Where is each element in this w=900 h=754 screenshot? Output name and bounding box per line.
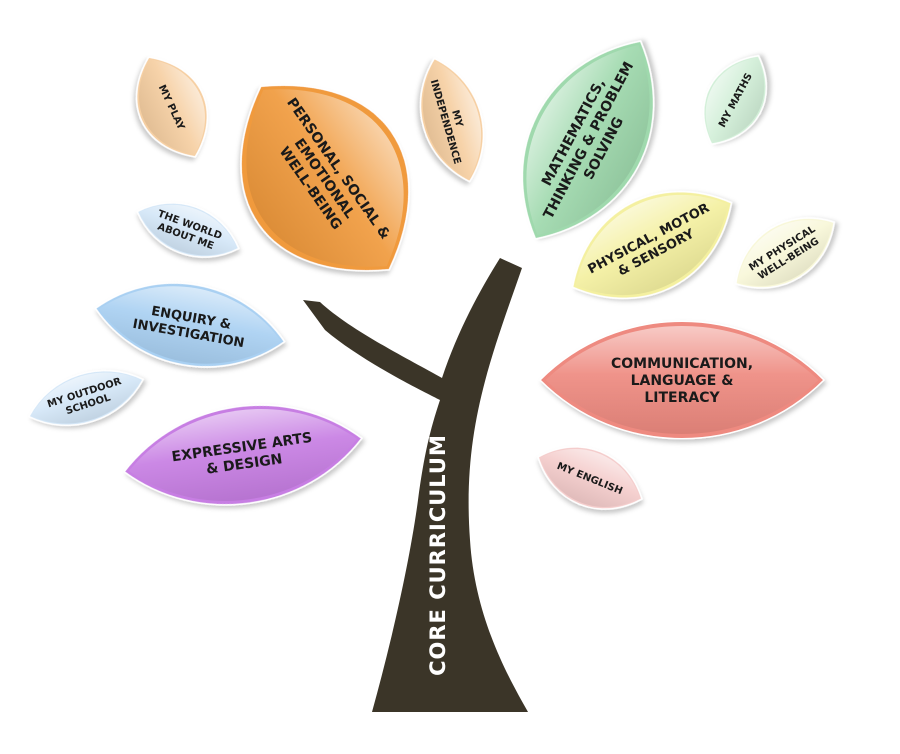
leaf-gloss — [246, 89, 404, 267]
trunk-shape — [303, 258, 528, 712]
leaf-gloss — [575, 195, 729, 295]
leaf-my-maths: MY MATHS — [702, 55, 768, 145]
leaf-gloss — [526, 45, 650, 235]
leaf-the-world-about-me: THE WORLDABOUT ME — [136, 202, 240, 258]
leaf-my-outdoor-school: MY OUTDOORSCHOOL — [27, 369, 145, 427]
leaf-label-line: COMMUNICATION, — [611, 356, 753, 372]
leaf-personal-social: PERSONAL, SOCIAL &EMOTIONALWELL-BEING — [240, 84, 410, 272]
leaf-gloss — [540, 449, 640, 507]
leaf-communication: COMMUNICATION,LANGUAGE &LITERACY — [538, 320, 826, 440]
leaf-gloss — [422, 60, 482, 180]
leaf-label-line: LANGUAGE & — [631, 373, 734, 389]
leaves-group: MY PLAY PERSONAL, SOCIAL &EMOTIONALWELL-B… — [27, 40, 836, 510]
leaf-gloss — [128, 409, 358, 501]
leaf-my-english: MY ENGLISH — [537, 446, 643, 510]
leaf-label-line: MY — [449, 109, 465, 129]
trunk-label: CORE CURRICULUM — [426, 434, 450, 676]
leaf-gloss — [139, 59, 205, 155]
leaf-my-independence: MYINDEPENDENCE — [419, 57, 485, 183]
leaf-gloss — [705, 57, 765, 143]
leaf-label: COMMUNICATION,LANGUAGE &LITERACY — [611, 356, 753, 406]
leaf-gloss — [737, 220, 833, 286]
leaf-gloss — [31, 372, 141, 424]
leaf-gloss — [99, 286, 281, 364]
leaf-mathematics: MATHEMATICS,THINKING & PROBLEMSOLVING — [521, 40, 655, 240]
leaf-label-line: LITERACY — [644, 390, 720, 406]
leaf-physical-motor: PHYSICAL, MOTOR& SENSORY — [571, 190, 733, 300]
leaf-my-play: MY PLAY — [135, 56, 209, 158]
leaf-gloss — [139, 204, 237, 256]
leaf-gloss — [545, 325, 819, 435]
tree-trunk: CORE CURRICULUM — [303, 258, 528, 712]
leaf-enquiry: ENQUIRY &INVESTIGATION — [94, 282, 286, 368]
leaf-expressive-arts: EXPRESSIVE ARTS& DESIGN — [123, 404, 363, 506]
leaf-my-physical: MY PHYSICALWELL-BEING — [734, 217, 836, 289]
